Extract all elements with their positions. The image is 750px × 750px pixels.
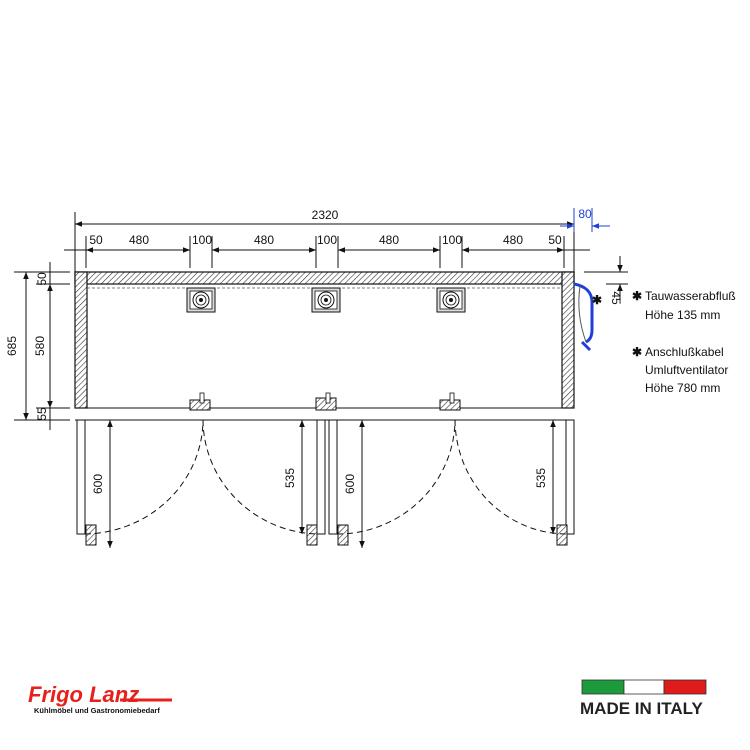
dim-100-b: 100 xyxy=(317,233,337,247)
door-swing-dimensions xyxy=(107,420,556,548)
note-cable-height: Höhe 780 mm xyxy=(645,381,720,395)
dim-480-b: 480 xyxy=(254,233,274,247)
left-dimension-lines xyxy=(14,262,70,430)
dim-door4-swing: 535 xyxy=(534,468,548,488)
brand-logo: Frigo Lanz Kühlmöbel und Gastronomiebeda… xyxy=(28,682,172,715)
hinge-block xyxy=(189,392,461,411)
dim-100-a: 100 xyxy=(192,233,212,247)
dim-depth-total: 685 xyxy=(5,336,19,356)
top-dimension-lines xyxy=(64,212,590,272)
dim-drain-height: 45 xyxy=(609,291,623,305)
brand-logo-text: Frigo Lanz xyxy=(28,682,139,707)
cabinet-body xyxy=(74,271,575,421)
made-in-italy-label: MADE IN ITALY xyxy=(580,699,703,718)
dim-depth-inner: 580 xyxy=(33,336,47,356)
note-cable-title: Anschlußkabel xyxy=(645,345,724,359)
brand-tagline: Kühlmöbel und Gastronomiebedarf xyxy=(34,706,160,715)
dim-50-right: 50 xyxy=(548,233,562,247)
door-panels xyxy=(76,419,575,546)
drain-star-marker: ✱ xyxy=(592,293,602,307)
drain-height-dimension xyxy=(584,256,628,300)
note-drain-height: Höhe 135 mm xyxy=(645,308,720,322)
dim-door1-swing: 600 xyxy=(91,474,105,494)
note-drain-title: Tauwasserabfluß xyxy=(645,289,736,303)
fan-icon xyxy=(436,287,466,313)
note-star-icon: ✱ xyxy=(632,289,642,303)
dim-depth-top: 50 xyxy=(35,272,49,286)
dim-overall-width: 2320 xyxy=(312,208,339,222)
dim-door2-swing: 535 xyxy=(283,468,297,488)
dim-depth-bottom: 55 xyxy=(35,407,49,421)
italy-flag xyxy=(581,679,707,695)
dim-480-c: 480 xyxy=(379,233,399,247)
dim-480-d: 480 xyxy=(503,233,523,247)
dim-100-c: 100 xyxy=(442,233,462,247)
note-cable-sub: Umluftventilator xyxy=(645,363,728,377)
drain-pipe-icon xyxy=(573,282,594,352)
dim-side-gap: 80 xyxy=(578,207,592,221)
dim-door3-swing: 600 xyxy=(343,474,357,494)
side-gap-dimension xyxy=(560,208,610,232)
note-star-icon: ✱ xyxy=(632,345,642,359)
fan-icon xyxy=(311,287,341,313)
fan-icon xyxy=(186,287,216,313)
dim-50-left: 50 xyxy=(89,233,103,247)
dim-480-a: 480 xyxy=(129,233,149,247)
